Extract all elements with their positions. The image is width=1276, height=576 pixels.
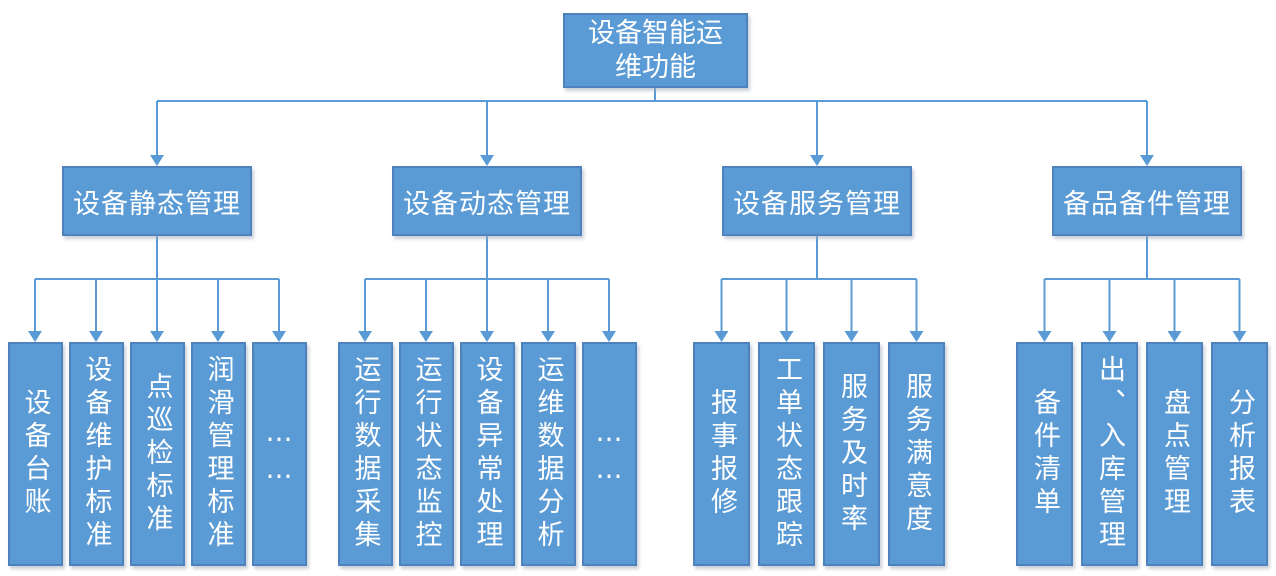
arrow-down-icon — [150, 331, 164, 342]
leaf-node: …… — [251, 342, 307, 566]
root-node: 设备智能运 维功能 — [563, 13, 748, 88]
arrow-down-icon — [419, 331, 433, 342]
leaf-node: …… — [581, 342, 637, 566]
arrow-down-icon — [1167, 331, 1182, 342]
arrow-down-icon — [1102, 331, 1117, 342]
branch-node-spare-parts: 备品备件管理 — [1052, 166, 1242, 236]
leaf-label: 运维数据分析 — [532, 355, 564, 553]
arrow-down-icon — [28, 331, 42, 342]
arrow-down-icon — [358, 331, 372, 342]
leaf-node: 盘点管理 — [1146, 342, 1203, 566]
leaf-node: 分析报表 — [1211, 342, 1268, 566]
leaf-row-spare-parts: 备件清单 出、入库管理 盘点管理 分析报表 — [1016, 342, 1268, 566]
leaf-row-device-static: 设备台账 设备维护标准 点巡检标准 润滑管理标准 …… — [7, 342, 307, 566]
arrow-down-icon — [844, 331, 859, 342]
leaf-label: 工单状态跟踪 — [771, 355, 802, 553]
leaf-label: 运行数据采集 — [349, 355, 381, 553]
arrow-down-icon — [1232, 331, 1247, 342]
branch-node-device-service: 设备服务管理 — [722, 166, 912, 236]
branch-node-device-dynamic: 设备动态管理 — [392, 166, 582, 236]
arrow-down-icon — [89, 331, 103, 342]
leaf-label: …… — [593, 417, 625, 491]
leaf-label: 润滑管理标准 — [202, 355, 234, 553]
arrow-down-icon — [909, 331, 924, 342]
leaf-label: 服务满意度 — [901, 371, 932, 537]
arrow-down-icon — [1140, 155, 1154, 166]
arrow-down-icon — [1037, 331, 1052, 342]
leaf-node: 润滑管理标准 — [190, 342, 246, 566]
leaf-row-device-service: 报事报修 工单状态跟踪 服务及时率 服务满意度 — [693, 342, 945, 566]
leaf-node: 设备台账 — [7, 342, 63, 566]
leaf-node: 备件清单 — [1016, 342, 1073, 566]
leaf-label: 出、入库管理 — [1094, 355, 1125, 553]
arrow-down-icon — [541, 331, 555, 342]
leaf-node: 服务满意度 — [888, 342, 945, 566]
leaf-label: 备件清单 — [1029, 388, 1060, 520]
arrow-down-icon — [211, 331, 225, 342]
leaf-label: 点巡检标准 — [141, 371, 173, 537]
leaf-node: 运维数据分析 — [520, 342, 576, 566]
leaf-node: 点巡检标准 — [129, 342, 185, 566]
arrow-down-icon — [810, 155, 824, 166]
arrow-down-icon — [602, 331, 616, 342]
leaf-node: 设备异常处理 — [459, 342, 515, 566]
arrow-down-icon — [272, 331, 286, 342]
connector-group-spare — [1043, 236, 1241, 332]
leaf-node: 设备维护标准 — [68, 342, 124, 566]
leaf-node: 出、入库管理 — [1081, 342, 1138, 566]
leaf-node: 服务及时率 — [823, 342, 880, 566]
connector-group-dynamic — [364, 236, 610, 332]
connector-root-bus — [156, 88, 1148, 156]
leaf-label: 盘点管理 — [1159, 388, 1190, 520]
leaf-node: 运行状态监控 — [398, 342, 454, 566]
leaf-node: 报事报修 — [693, 342, 750, 566]
leaf-label: 设备异常处理 — [471, 355, 503, 553]
connector-group-static — [34, 236, 280, 332]
leaf-label: 设备维护标准 — [80, 355, 112, 553]
arrow-down-icon — [150, 155, 164, 166]
leaf-label: 设备台账 — [19, 388, 51, 520]
leaf-label: 报事报修 — [706, 388, 737, 520]
leaf-label: 服务及时率 — [836, 371, 867, 537]
leaf-label: 运行状态监控 — [410, 355, 442, 553]
arrow-down-icon — [779, 331, 794, 342]
leaf-node: 工单状态跟踪 — [758, 342, 815, 566]
leaf-label: 分析报表 — [1224, 388, 1255, 520]
connector-group-service — [720, 236, 918, 332]
leaf-row-device-dynamic: 运行数据采集 运行状态监控 设备异常处理 运维数据分析 …… — [337, 342, 637, 566]
branch-node-device-static: 设备静态管理 — [62, 166, 252, 236]
leaf-node: 运行数据采集 — [337, 342, 393, 566]
arrow-down-icon — [480, 331, 494, 342]
leaf-label: …… — [263, 417, 295, 491]
arrow-down-icon — [480, 155, 494, 166]
arrow-down-icon — [714, 331, 729, 342]
